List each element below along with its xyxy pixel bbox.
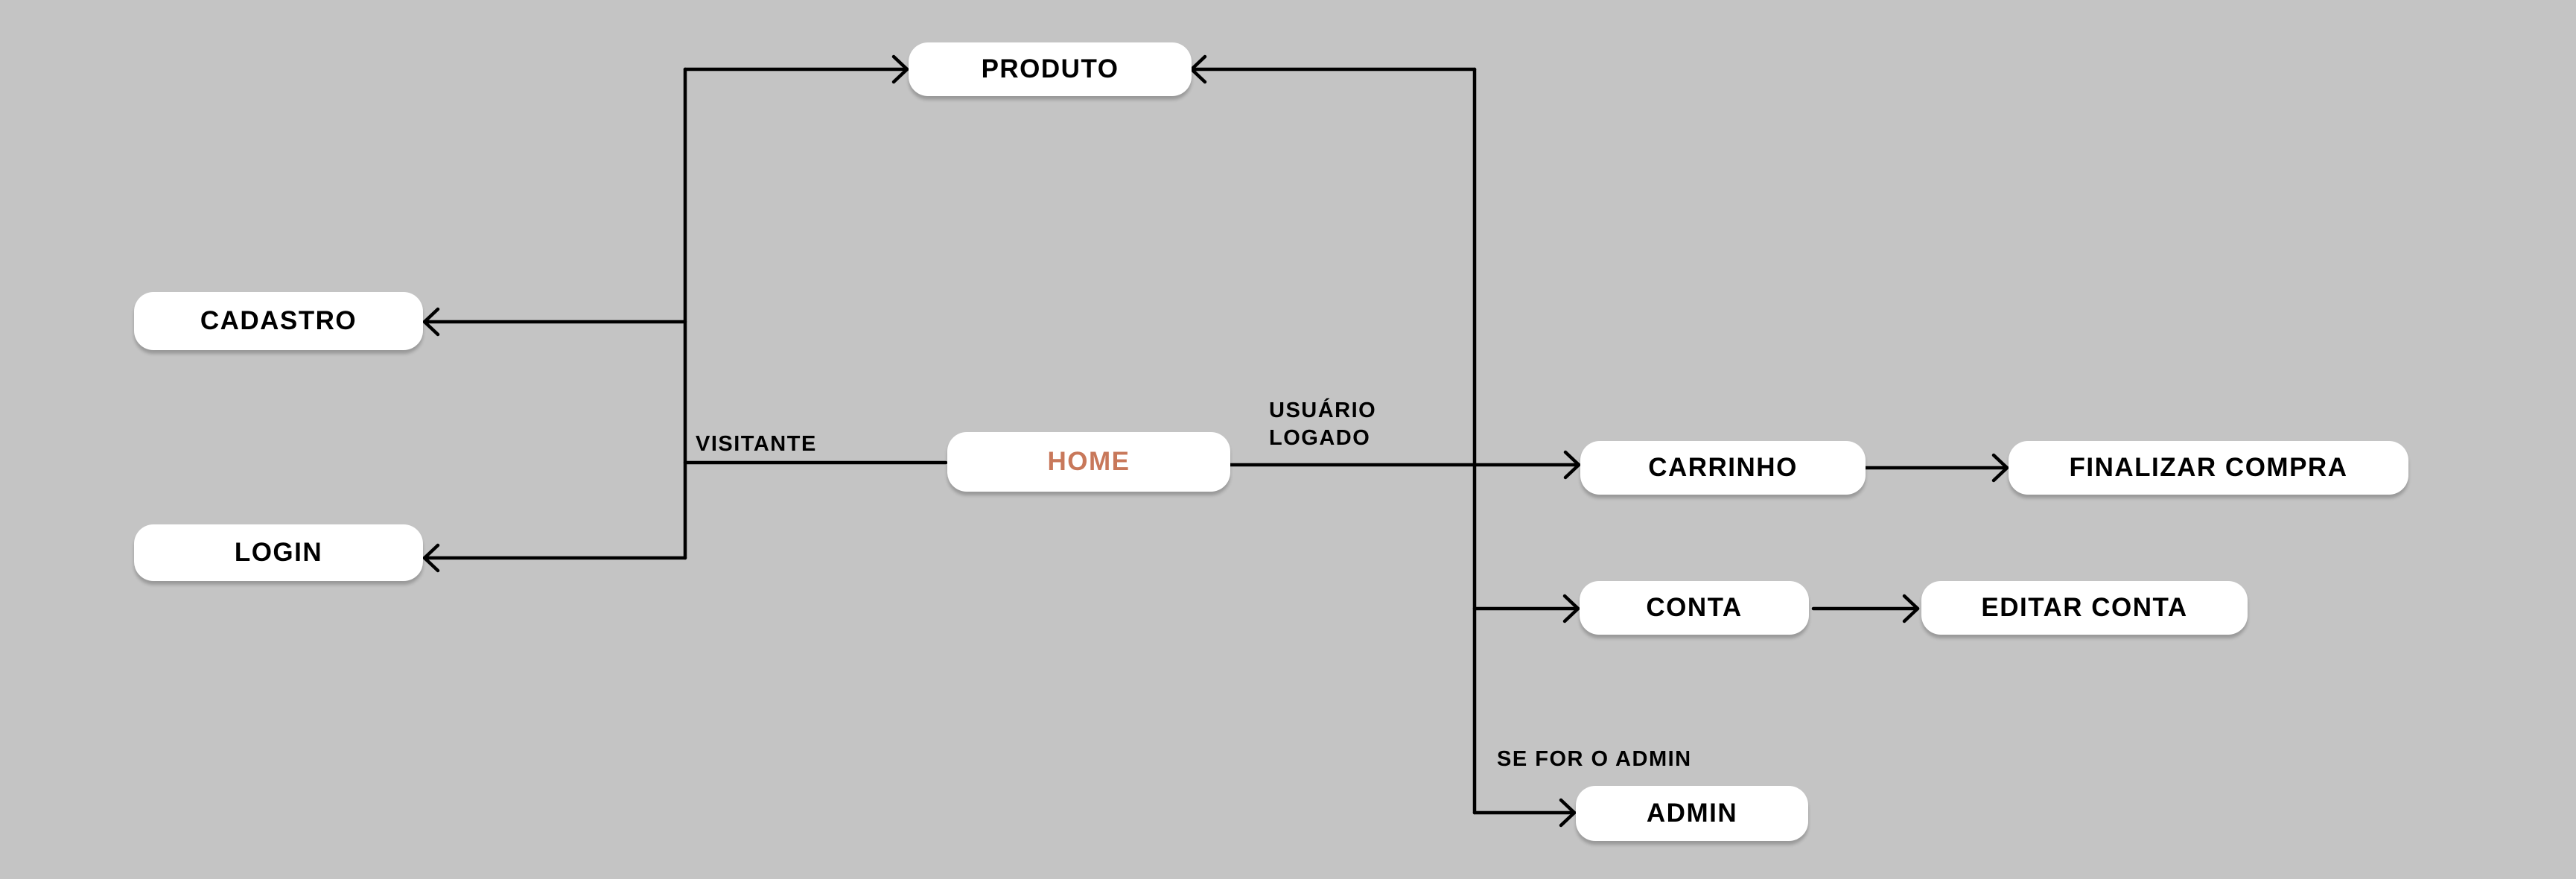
arrow-head-produto-left bbox=[891, 54, 909, 84]
arrow-head-cadastro bbox=[422, 307, 440, 337]
node-conta[interactable]: CONTA bbox=[1580, 581, 1809, 635]
arrow-head-conta bbox=[1562, 594, 1580, 623]
node-cadastro[interactable]: CADASTRO bbox=[134, 292, 423, 350]
node-produto[interactable]: PRODUTO bbox=[909, 42, 1192, 96]
node-login[interactable]: LOGIN bbox=[134, 524, 423, 581]
node-finalizar-compra[interactable]: FINALIZAR COMPRA bbox=[2009, 441, 2408, 495]
label-visitante: VISITANTE bbox=[696, 432, 817, 456]
label-usuario-logado-line1: USUÁRIO bbox=[1269, 399, 1377, 422]
node-editar-conta[interactable]: EDITAR CONTA bbox=[1921, 581, 2248, 635]
arrow-head-produto-right bbox=[1189, 54, 1207, 84]
label-usuario-logado: USUÁRIO LOGADO bbox=[1269, 397, 1376, 452]
arrow-head-carrinho bbox=[1563, 450, 1581, 480]
label-usuario-logado-line2: LOGADO bbox=[1269, 426, 1371, 450]
node-admin[interactable]: ADMIN bbox=[1576, 786, 1808, 841]
label-se-for-o-admin: SE FOR O ADMIN bbox=[1497, 747, 1692, 771]
arrow-head-finalizar bbox=[1991, 453, 2009, 483]
node-carrinho[interactable]: CARRINHO bbox=[1580, 441, 1866, 495]
arrow-head-editar-conta bbox=[1902, 594, 1920, 623]
node-home[interactable]: HOME bbox=[947, 432, 1230, 492]
arrow-head-login bbox=[422, 543, 440, 573]
arrow-head-admin bbox=[1559, 798, 1577, 828]
